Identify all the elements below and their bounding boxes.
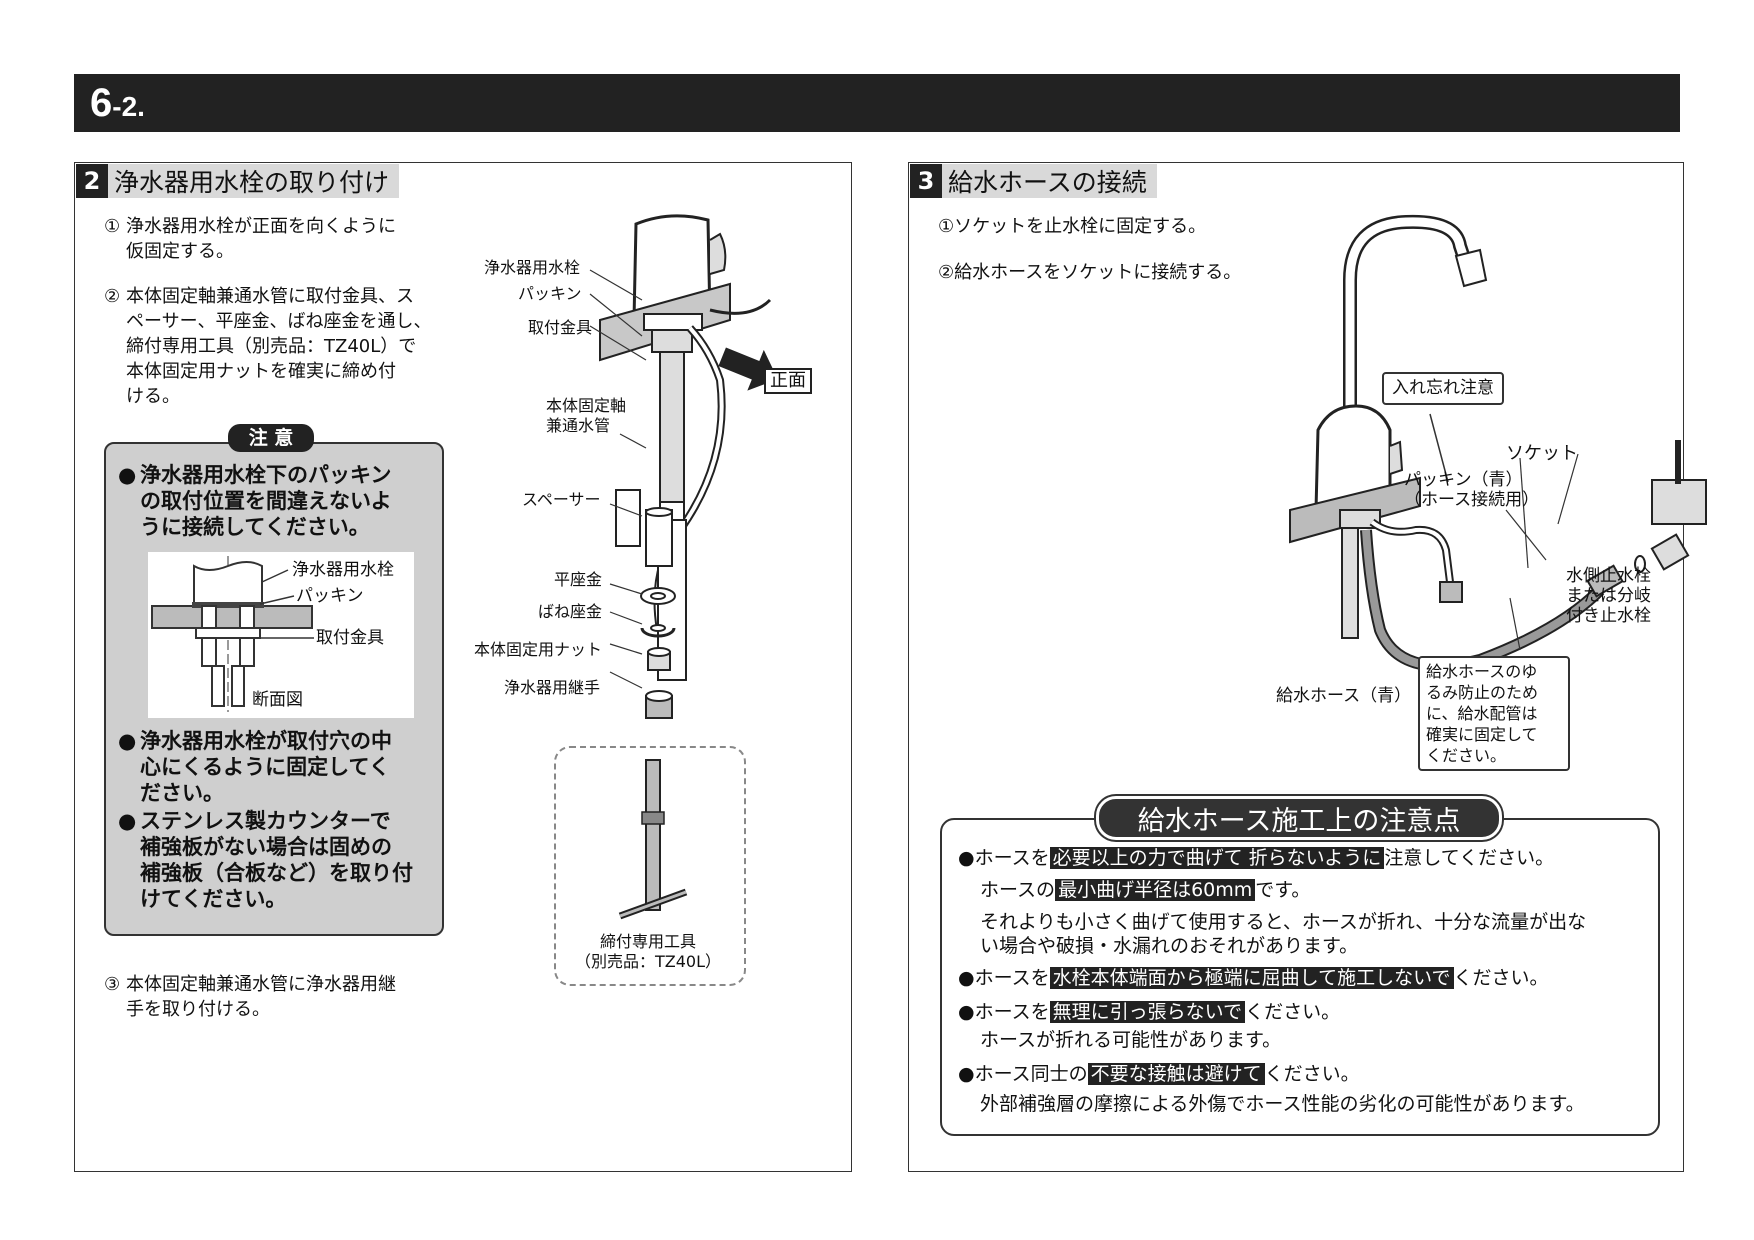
label-nut: 本体固定用ナット <box>474 640 603 659</box>
note-line-5: ●ホースを水栓本体端面から極端に屈曲して施工しないでください。 <box>958 967 1549 989</box>
note-line-3: それよりも小さく曲げて使用すると、ホースが折れ、十分な流量が出な <box>980 911 1587 933</box>
cross-faucet-label: 浄水器用水栓 <box>292 560 394 580</box>
label-faucet: 浄水器用水栓 <box>484 258 581 277</box>
section-number: 2 <box>76 164 108 198</box>
label-spring-washer: ばね座金 <box>538 602 603 621</box>
label-hose: 給水ホース（青） <box>1276 686 1412 706</box>
left-section-header: 2 浄水器用水栓の取り付け <box>76 164 400 198</box>
step-2: ② 本体固定軸兼通水管に取付金具、スペーサー、平座金、ばね座金を通し、締付専用工… <box>104 286 432 407</box>
label-front: 正面 <box>764 368 812 394</box>
caution-bullet-3: ● ステンレス製カウンターで補強板がない場合は固めの補強板（合板など）を取り付け… <box>118 809 413 911</box>
caution-bullet-1: ● 浄水器用水栓下のパッキンの取付位置を間違えないように接続してください。 <box>118 463 392 539</box>
note-line-7: ホースが折れる可能性があります。 <box>980 1029 1282 1051</box>
note-line-8: ●ホース同士の不要な接触は避けてください。 <box>958 1063 1360 1085</box>
label-shaft: 本体固定軸兼通水管 <box>546 396 627 435</box>
callout-hose-note: 給水ホースのゆるみ防止のために、給水配管は確実に固定してください。 <box>1418 656 1570 771</box>
cross-bracket-label: 取付金具 <box>316 628 384 648</box>
callout-forget: 入れ忘れ注意 <box>1382 372 1504 405</box>
hose-notes-title: 給水ホース施工上の注意点 <box>1096 796 1502 840</box>
cross-section-diagram: 浄水器用水栓 パッキン 取付金具 断面図 <box>148 552 414 718</box>
section-title: 給水ホースの接続 <box>942 164 1157 198</box>
cross-caption: 断面図 <box>252 690 303 710</box>
right-leader-lines <box>1429 413 1579 651</box>
label-spacer: スペーサー <box>522 490 601 509</box>
step-1: ① 浄水器用水栓が正面を向くように仮固定する。 <box>104 216 396 262</box>
cross-packing-label: パッキン <box>296 586 364 606</box>
faucet-assembly-illustration <box>599 214 778 681</box>
step-3: ③ 本体固定軸兼通水管に浄水器用継手を取り付ける。 <box>104 974 396 1020</box>
label-joint: 浄水器用継手 <box>504 678 601 697</box>
caution-bullet-2: ● 浄水器用水栓が取付穴の中心にくるように固定してください。 <box>118 729 392 805</box>
note-line-1: ●ホースを必要以上の力で曲げて 折らないように注意してください。 <box>958 847 1555 869</box>
exploded-parts <box>640 507 676 719</box>
label-socket: ソケット <box>1506 443 1578 464</box>
section-title: 浄水器用水栓の取り付け <box>108 164 400 198</box>
section-number: 3 <box>910 164 942 198</box>
label-packing-blue: パッキン（青）（ホース接続用） <box>1404 470 1540 510</box>
note-line-9: 外部補強層の摩擦による外傷でホース性能の劣化の可能性があります。 <box>980 1093 1585 1115</box>
right-section-header: 3 給水ホースの接続 <box>910 164 1157 198</box>
label-bracket: 取付金具 <box>528 318 593 337</box>
left-leader-lines <box>589 269 647 689</box>
label-packing: パッキン <box>518 284 582 303</box>
page-title: 6-2. <box>90 81 145 125</box>
label-washer: 平座金 <box>554 570 603 589</box>
label-tool: 締付専用工具（別売品：TZ40L） <box>574 932 721 971</box>
note-line-6: ●ホースを無理に引っ張らないでください。 <box>958 1001 1341 1023</box>
note-line-4: い場合や破損・水漏れのおそれがあります。 <box>980 935 1359 957</box>
cross-section-svg <box>151 556 314 712</box>
header-bar <box>74 74 1680 132</box>
caution-label: 注 意 <box>228 424 314 452</box>
right-step-2: ②給水ホースをソケットに接続する。 <box>938 262 1242 283</box>
tool-box <box>554 746 746 986</box>
right-step-1: ①ソケットを止水栓に固定する。 <box>938 216 1207 237</box>
label-stop-valve: 水側止水栓または分岐付き止水栓 <box>1566 566 1651 626</box>
tool-illustration <box>618 759 688 920</box>
